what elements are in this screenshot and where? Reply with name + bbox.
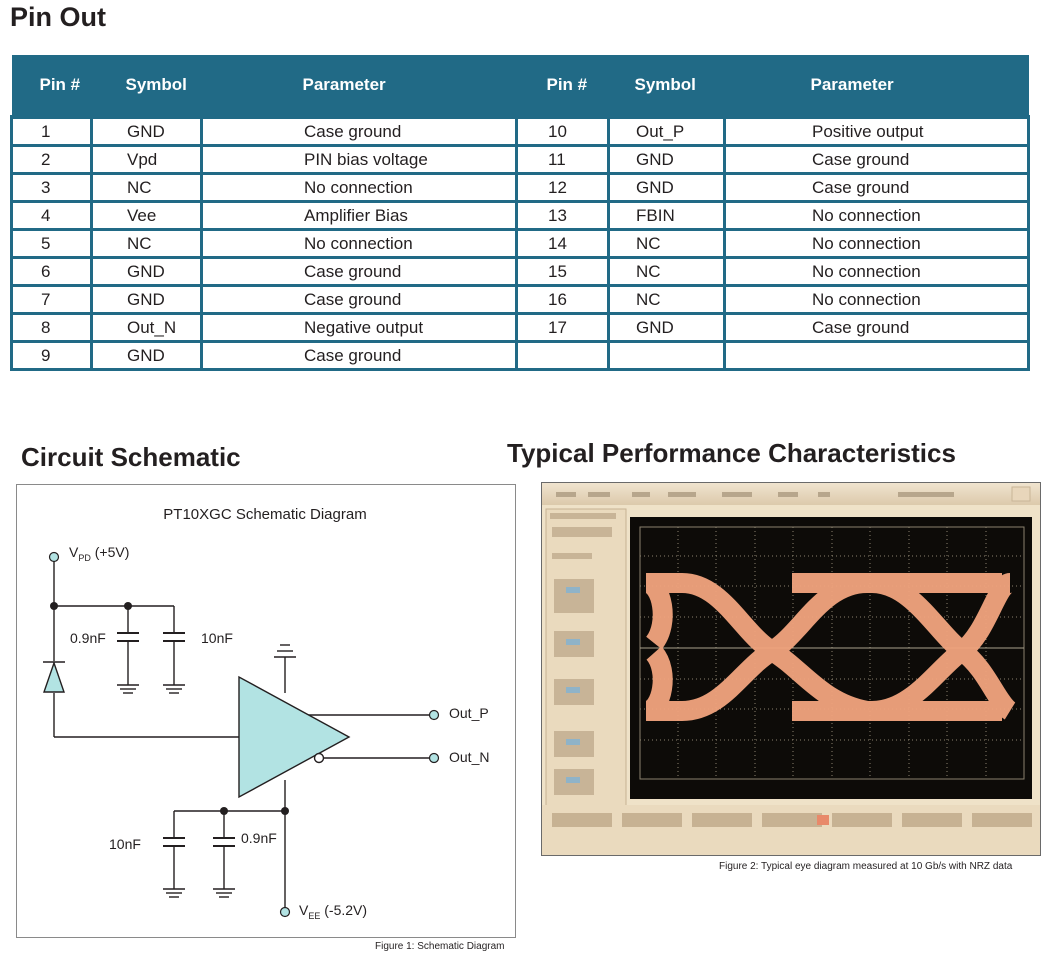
figure-2-caption: Figure 2: Typical eye diagram measured a… [719,861,1013,872]
cell-parameter-2: No connection [723,200,1030,231]
out-n-label: Out_N [449,749,489,765]
cell-symbol: GND [90,115,203,147]
cell-parameter: PIN bias voltage [200,144,518,175]
cell-symbol-2: NC [607,284,726,315]
header-pin-2: Pin # [516,55,609,117]
cell-pin: 8 [10,312,93,343]
cell-parameter-2 [723,340,1030,371]
pin-out-table: Pin # Symbol Parameter Pin # Symbol Para… [10,55,1030,371]
out-p-label: Out_P [449,705,489,721]
cell-symbol: NC [90,172,203,203]
cell-parameter: Case ground [200,340,518,371]
cell-symbol-2 [607,340,726,371]
cell-symbol-2: NC [607,228,726,259]
pin-out-title: Pin Out [10,2,106,32]
cell-pin: 1 [10,115,93,147]
cell-pin-2 [515,340,610,371]
cell-symbol-2: NC [607,256,726,287]
cell-parameter-2: Positive output [723,115,1030,147]
cap-label-10nf-top: 10nF [201,630,233,646]
cap-label-0-9nf-bottom: 0.9nF [241,830,277,846]
cell-symbol-2: FBIN [607,200,726,231]
cell-symbol-2: Out_P [607,115,726,147]
table-header-row: Pin # Symbol Parameter Pin # Symbol Para… [11,55,1029,117]
cell-parameter: Negative output [200,312,518,343]
cell-symbol: NC [90,228,203,259]
cap-label-0-9nf-top: 0.9nF [70,630,106,646]
cell-symbol: Vee [90,200,203,231]
eye-diagram-screenshot [541,482,1041,856]
header-parameter-2: Parameter [724,55,1029,117]
cell-parameter-2: No connection [723,256,1030,287]
cell-parameter: Case ground [200,115,518,147]
cell-pin-2: 12 [515,172,610,203]
header-symbol-2: Symbol [608,55,725,117]
cell-parameter-2: No connection [723,228,1030,259]
cell-symbol-2: GND [607,172,726,203]
cell-parameter: Amplifier Bias [200,200,518,231]
cell-parameter-2: Case ground [723,312,1030,343]
vpd-label: VPD (+5V) [69,544,129,563]
cell-pin-2: 15 [515,256,610,287]
photodiode-symbol [43,660,65,693]
cell-pin: 2 [10,144,93,175]
cell-pin: 7 [10,284,93,315]
amplifier-symbol [238,675,351,799]
cap-label-10nf-bottom: 10nF [109,836,141,852]
performance-title: Typical Performance Characteristics [507,438,956,468]
cell-pin: 3 [10,172,93,203]
vee-label: VEE (-5.2V) [299,902,367,921]
cell-symbol: GND [90,284,203,315]
cell-parameter: Case ground [200,256,518,287]
cell-pin-2: 11 [515,144,610,175]
cell-pin-2: 16 [515,284,610,315]
cell-pin: 4 [10,200,93,231]
cell-parameter-2: Case ground [723,172,1030,203]
cell-symbol-2: GND [607,144,726,175]
cell-pin-2: 13 [515,200,610,231]
eye-diagram-drawing [542,483,1040,855]
header-parameter: Parameter [201,55,517,117]
cell-symbol: GND [90,340,203,371]
cell-parameter: No connection [200,228,518,259]
cell-symbol: GND [90,256,203,287]
cell-pin: 5 [10,228,93,259]
cell-pin-2: 17 [515,312,610,343]
schematic-diagram: PT10XGC Schematic Diagram VPD (+5V) 0.9n… [16,484,516,938]
cell-pin-2: 10 [515,115,610,147]
cell-parameter-2: No connection [723,284,1030,315]
cell-symbol: Vpd [90,144,203,175]
cell-pin: 6 [10,256,93,287]
cell-symbol: Out_N [90,312,203,343]
cell-parameter: No connection [200,172,518,203]
cell-parameter-2: Case ground [723,144,1030,175]
circuit-schematic-title: Circuit Schematic [21,442,241,472]
header-pin: Pin # [11,55,92,117]
schematic-diagram-title: PT10XGC Schematic Diagram [163,506,366,523]
figure-1-caption: Figure 1: Schematic Diagram [375,941,505,952]
cell-symbol-2: GND [607,312,726,343]
cell-pin: 9 [10,340,93,371]
schematic-drawing: PT10XGC Schematic Diagram VPD (+5V) 0.9n… [43,506,489,921]
header-symbol: Symbol [91,55,202,117]
cell-pin-2: 14 [515,228,610,259]
cell-parameter: Case ground [200,284,518,315]
